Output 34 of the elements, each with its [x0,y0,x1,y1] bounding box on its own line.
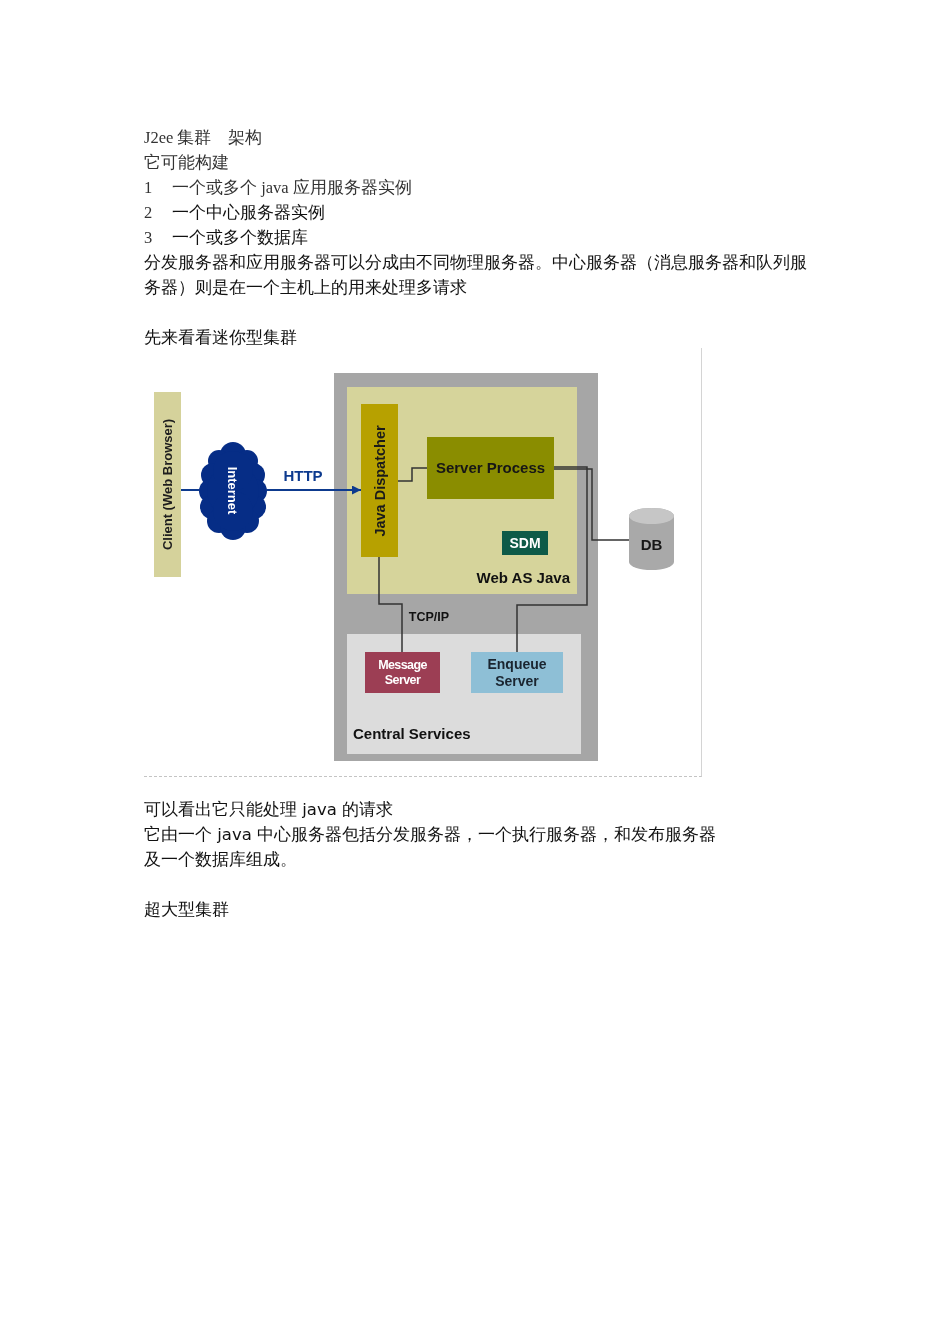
connector-line [397,467,428,482]
paragraph: 它由一个 java 中心服务器包括分发服务器，一个执行服务器，和发布服务器及一个数据库组成。 [144,824,718,871]
list-item-text: 一个中心服务器实例 [172,202,325,224]
cloud-label: Internet [225,466,241,515]
list-number: 2 [144,202,153,224]
container-label: Central Services [353,725,471,742]
server-box: Message Server [365,652,440,693]
arrow [266,485,362,495]
process-box: Java Dispatcher [361,404,398,557]
list-item-text: 一个或多个数据库 [172,227,308,249]
edge-label: HTTP [283,467,323,485]
paragraph: 分发服务器和应用服务器可以分成由不同物理服务器。中心服务器（消息服务器和队列服务器）则是在一个主机上的用来处理多请求 [144,252,808,299]
heading-text: J2ee 集群 架构 [144,127,262,149]
container-box [347,634,581,754]
container-box [347,387,577,594]
list-item-text: 一个或多个 java 应用服务器实例 [172,177,412,199]
server-box: Enqueue Server [471,652,563,693]
container-box [334,373,598,761]
cylinder-label: DB [640,535,663,553]
container-label: Web AS Java [476,569,570,586]
process-box: SDM [502,531,548,555]
connector-line [553,468,630,541]
connector-line [180,489,200,491]
client-box: Client (Web Browser) [154,392,181,577]
list-number: 1 [144,177,153,199]
list-number: 3 [144,227,153,249]
connector-line [516,466,588,653]
edge-label: TCP/IP [408,611,450,625]
body-text: 可以看出它只能处理 java 的请求 [144,799,394,821]
body-text: 它可能构建 [144,152,229,174]
connector-line [378,556,403,653]
body-text: 超大型集群 [144,899,229,921]
process-box: Server Process [427,437,554,499]
body-text: 先来看看迷你型集群 [144,327,297,349]
